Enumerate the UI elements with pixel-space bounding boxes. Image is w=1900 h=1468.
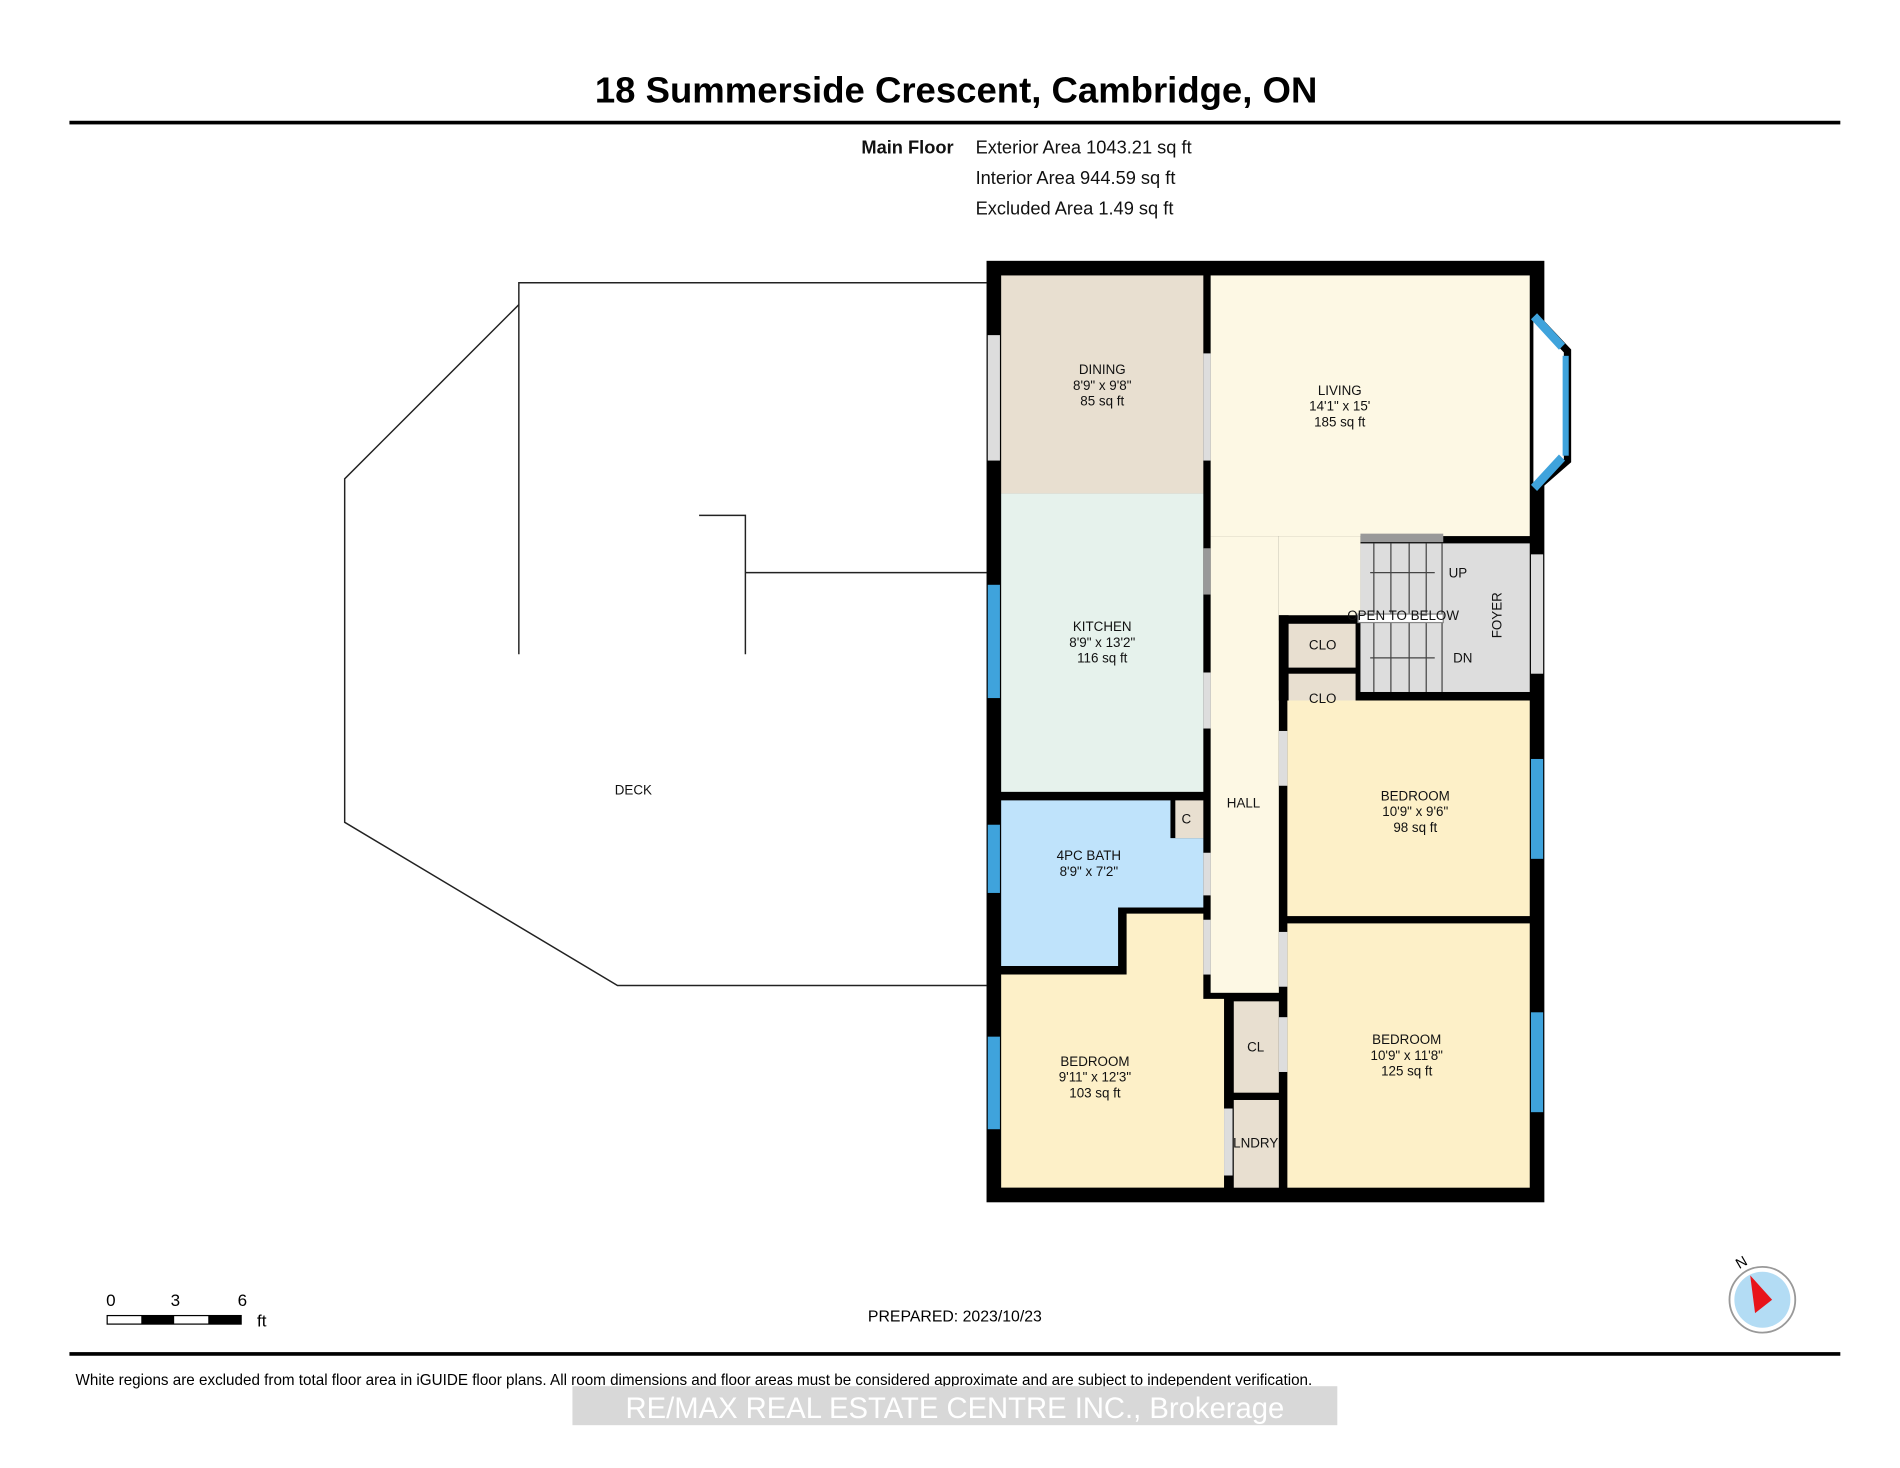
scale-unit: ft <box>257 1312 267 1331</box>
floor-name: Main Floor <box>861 137 953 158</box>
bedroom3-dims: 9'11" x 12'3" <box>1059 1070 1132 1085</box>
bedroom1-name: BEDROOM <box>1381 788 1450 803</box>
kitchen-dims: 8'9" x 13'2" <box>1069 635 1135 650</box>
room-hall <box>1210 536 1279 993</box>
stair-rail <box>1360 533 1444 543</box>
patio-door[interactable] <box>987 335 1000 461</box>
room-bedroom-3 <box>1001 913 1225 1188</box>
scale-tick-3: 3 <box>171 1291 180 1310</box>
windows <box>987 313 1569 1130</box>
watermark: RE/MAX REAL ESTATE CENTRE INC., Brokerag… <box>626 1393 1285 1425</box>
room-dining <box>1001 275 1204 494</box>
c-label: C <box>1181 812 1191 827</box>
closet1-label: CLO <box>1309 637 1337 652</box>
dining-name: DINING <box>1079 362 1126 377</box>
bath-name: 4PC BATH <box>1057 848 1121 863</box>
deck-label: DECK <box>615 782 652 797</box>
dining-dims: 8'9" x 9'8" <box>1073 378 1132 393</box>
cl-label: CL <box>1247 1039 1264 1054</box>
bedroom3-area: 103 sq ft <box>1069 1086 1121 1101</box>
room-bath <box>1001 800 1204 967</box>
room-bedroom-1 <box>1287 700 1530 917</box>
deck-outline <box>343 282 987 987</box>
room-cl <box>1233 1001 1279 1093</box>
bath-dims: 8'9" x 7'2" <box>1060 864 1119 879</box>
room-laundry <box>1233 1099 1279 1188</box>
compass-icon: N <box>1728 1254 1797 1334</box>
living-extension <box>1278 536 1361 616</box>
room-c-closet <box>1175 800 1204 839</box>
bedroom2-name: BEDROOM <box>1372 1032 1441 1047</box>
kitchen-name: KITCHEN <box>1073 619 1132 634</box>
header-divider <box>69 120 1841 125</box>
living-dims: 14'1" x 15' <box>1309 399 1370 414</box>
bedroom1-area: 98 sq ft <box>1393 820 1437 835</box>
kitchen-area: 116 sq ft <box>1077 651 1128 666</box>
laundry-label: LNDRY <box>1233 1135 1278 1150</box>
excluded-area: Excluded Area 1.49 sq ft <box>976 198 1174 219</box>
wall <box>1278 615 1289 701</box>
living-name: LIVING <box>1318 383 1362 398</box>
page-title: 18 Summerside Crescent, Cambridge, ON <box>595 69 1317 110</box>
room-closet-1 <box>1288 623 1356 668</box>
dining-area: 85 sq ft <box>1080 394 1124 409</box>
room-living <box>1210 275 1530 537</box>
stairs-up-label: UP <box>1449 565 1468 580</box>
scale-tick-0: 0 <box>106 1291 115 1310</box>
disclaimer: White regions are excluded from total fl… <box>76 1372 1313 1389</box>
footer-divider <box>69 1352 1841 1356</box>
interior-area: Interior Area 944.59 sq ft <box>976 167 1176 188</box>
scale-bar: 0 3 6 ft <box>106 1291 267 1331</box>
hall-label: HALL <box>1227 796 1260 811</box>
bedroom3-name: BEDROOM <box>1060 1054 1129 1069</box>
room-kitchen <box>1001 493 1204 792</box>
interior-doorways[interactable] <box>1203 353 1288 1176</box>
open-to-below-label: OPEN TO BELOW <box>1347 608 1459 623</box>
open-to-below-rail <box>1357 613 1444 624</box>
watermark-bg <box>572 1386 1338 1426</box>
bedroom1-dims: 10'9" x 9'6" <box>1382 804 1448 819</box>
closet2-label: CLO <box>1309 691 1337 706</box>
stairs-down-label: DN <box>1453 651 1472 666</box>
exterior-area: Exterior Area 1043.21 sq ft <box>976 137 1192 158</box>
scale-tick-6: 6 <box>238 1291 247 1310</box>
bedroom2-area: 125 sq ft <box>1381 1064 1433 1079</box>
foyer-label: FOYER <box>1490 592 1505 638</box>
living-area: 185 sq ft <box>1314 414 1366 429</box>
room-bedroom-2 <box>1287 923 1530 1188</box>
front-door[interactable] <box>1530 554 1544 674</box>
bedroom2-dims: 10'9" x 11'8" <box>1371 1048 1444 1063</box>
prepared-date: PREPARED: 2023/10/23 <box>868 1309 1042 1326</box>
